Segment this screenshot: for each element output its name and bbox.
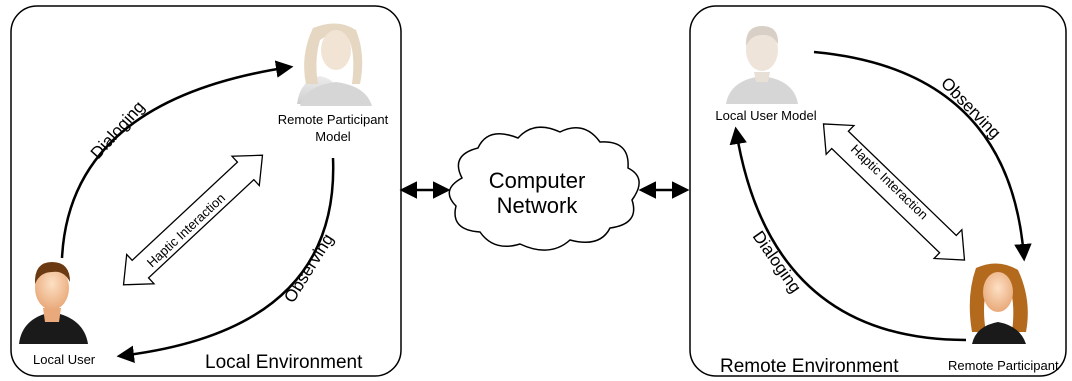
local-environment-panel: Local User Remote Participant Model Loca…: [10, 5, 402, 377]
remote-participant-model-label-line2: Model: [315, 129, 351, 144]
local-dialoging-label: Dialoging: [87, 97, 149, 162]
remote-participant-avatar: [969, 263, 1028, 344]
remote-observing-arrow: [813, 50, 1032, 262]
remote-environment-label: Remote Environment: [720, 356, 899, 377]
local-haptic-label: Haptic Interaction: [144, 190, 228, 270]
remote-participant-model-avatar: [297, 23, 372, 106]
local-dialoging-arrow: [60, 60, 294, 259]
local-observing-label: Observing: [280, 230, 337, 306]
computer-network-cloud: Computer Network: [448, 126, 640, 251]
remote-haptic-label: Haptic Interaction: [848, 141, 931, 222]
network-label-line1: Computer: [489, 168, 586, 193]
local-user-avatar: [19, 262, 88, 344]
remote-participant-model-label-line1: Remote Participant: [278, 112, 389, 127]
remote-haptic-double-arrow: [822, 123, 966, 261]
remote-dialoging-arrow: [729, 126, 967, 342]
remote-panel-border: [689, 5, 1067, 377]
remote-environment-panel: Local User Model Remote Participant Remo…: [689, 5, 1067, 377]
remote-participant-label: Remote Participant: [948, 358, 1059, 373]
local-environment-label: Local Environment: [205, 352, 363, 373]
local-user-label: Local User: [33, 352, 96, 367]
local-user-model-avatar: [726, 26, 798, 104]
local-observing-arrow: [116, 157, 335, 364]
local-haptic-double-arrow: [122, 154, 264, 286]
remote-observing-label: Observing: [937, 74, 1004, 143]
remote-dialoging-label: Dialoging: [749, 227, 805, 296]
network-label-line2: Network: [497, 193, 579, 218]
local-user-model-label: Local User Model: [715, 108, 816, 123]
